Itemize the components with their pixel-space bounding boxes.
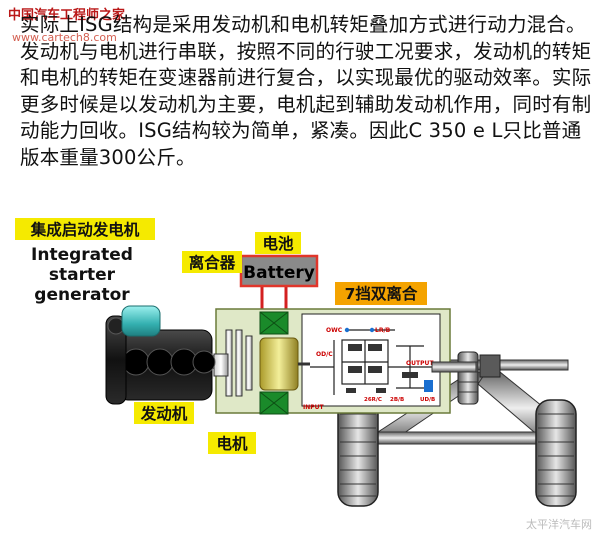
- label-clutch-box: 离合器: [182, 251, 242, 273]
- label-gearbox-box: 7挡双离合: [335, 282, 427, 305]
- isg-label-cn: 集成启动发电机: [30, 220, 140, 239]
- starter-generator: [121, 305, 161, 337]
- lrb-label: LR/B: [375, 327, 391, 334]
- odc-label: OD/C: [316, 351, 333, 358]
- isg-label-en-line1: Integrated: [31, 245, 133, 265]
- isg-label-en-line2: starter: [49, 265, 116, 285]
- owc-label: OWC: [326, 327, 343, 334]
- watermark-bottom: 太平洋汽车网: [526, 517, 592, 531]
- watermark-site-name: 中国汽车工程师之家: [8, 8, 126, 23]
- battery-label-en: Battery: [243, 263, 315, 283]
- engine-label-cn: 发动机: [140, 404, 188, 423]
- ud-label: UD/B: [420, 397, 435, 403]
- battery-label-cn: 电池: [262, 234, 294, 253]
- output-label: OUTPUT: [406, 360, 434, 367]
- description-paragraph: 实际上ISG结构是采用发动机和电机转矩叠加方式进行动力混合。发动机与电机进行串联…: [20, 13, 592, 169]
- label-engine-box: 发动机: [134, 402, 194, 424]
- input-label: INPUT: [303, 404, 325, 411]
- isg-label-en-line3: generator: [34, 285, 130, 305]
- gearbox-schematic: OWC LR/B OD/C OUTPUT INPUT 26R/C 2B/B UD…: [301, 313, 441, 411]
- clutch-label-cn: 离合器: [189, 253, 236, 272]
- label-isg-cn-box: 集成启动发电机: [15, 218, 155, 240]
- watermark-site-url: www.cartech8.com: [12, 31, 117, 44]
- rear-wheel-right: [535, 399, 577, 507]
- final-drive-gear: [457, 351, 479, 405]
- electric-motor: [259, 311, 310, 415]
- gearbox-label-cn: 7挡双离合: [345, 284, 418, 303]
- battery: Battery: [239, 254, 319, 288]
- isg-hybrid-diagram: OWC LR/B OD/C OUTPUT INPUT 26R/C 2B/B UD…: [15, 218, 592, 531]
- engine: [105, 315, 229, 405]
- label-motor-box: 电机: [208, 432, 256, 454]
- battery-cable: [260, 286, 288, 312]
- clutch-plates: [225, 329, 253, 397]
- 2b-label: 2B/B: [390, 397, 404, 403]
- drive-shaft: [431, 361, 477, 373]
- motor-label-cn: 电机: [216, 434, 248, 453]
- rear-wheel-left: [337, 399, 379, 507]
- label-battery-box: 电池: [255, 232, 301, 254]
- 26rc-label: 26R/C: [364, 397, 382, 403]
